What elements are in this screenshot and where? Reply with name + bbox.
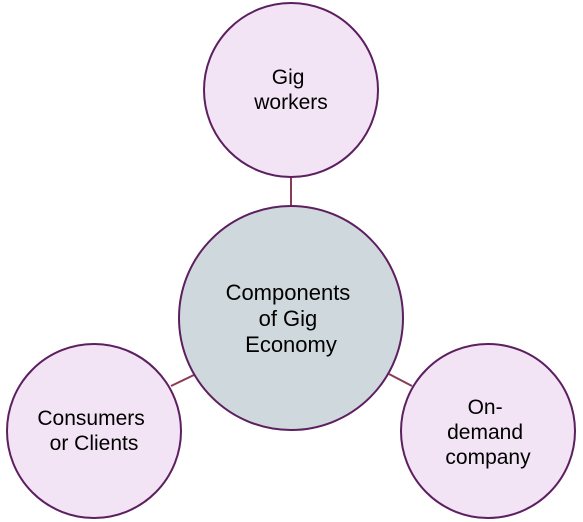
node-gig-workers: Gig workers bbox=[203, 2, 379, 178]
node-on-demand-company-line-3: company bbox=[445, 446, 531, 469]
node-gig-workers-label: Gig workers bbox=[253, 66, 328, 114]
node-consumers-line-1: Consumers bbox=[37, 407, 144, 430]
connector-bottom-right bbox=[388, 373, 413, 387]
node-consumers-circle bbox=[6, 343, 182, 519]
connector-bottom-left bbox=[170, 373, 197, 387]
node-consumers: Consumers or Clients bbox=[6, 343, 182, 519]
node-center-circle bbox=[178, 205, 404, 431]
node-consumers-line-2: or Clients bbox=[50, 432, 139, 455]
node-center-line-2: of Gig bbox=[259, 306, 318, 331]
node-on-demand-company-label: On- demand company bbox=[445, 396, 531, 469]
node-consumers-label: Consumers or Clients bbox=[37, 407, 150, 455]
node-center-line-3: Economy bbox=[245, 332, 337, 357]
node-gig-workers-circle bbox=[203, 2, 379, 178]
node-on-demand-company: On- demand company bbox=[400, 343, 576, 519]
node-gig-workers-line-2: workers bbox=[253, 91, 328, 114]
node-center-label: Components of Gig Economy bbox=[226, 280, 357, 357]
node-on-demand-company-line-1: On- bbox=[468, 396, 503, 419]
node-center: Components of Gig Economy bbox=[178, 205, 404, 431]
node-center-line-1: Components bbox=[226, 280, 351, 305]
node-on-demand-company-line-2: demand bbox=[447, 421, 523, 444]
node-gig-workers-line-1: Gig bbox=[272, 66, 305, 89]
node-on-demand-company-circle bbox=[400, 343, 576, 519]
